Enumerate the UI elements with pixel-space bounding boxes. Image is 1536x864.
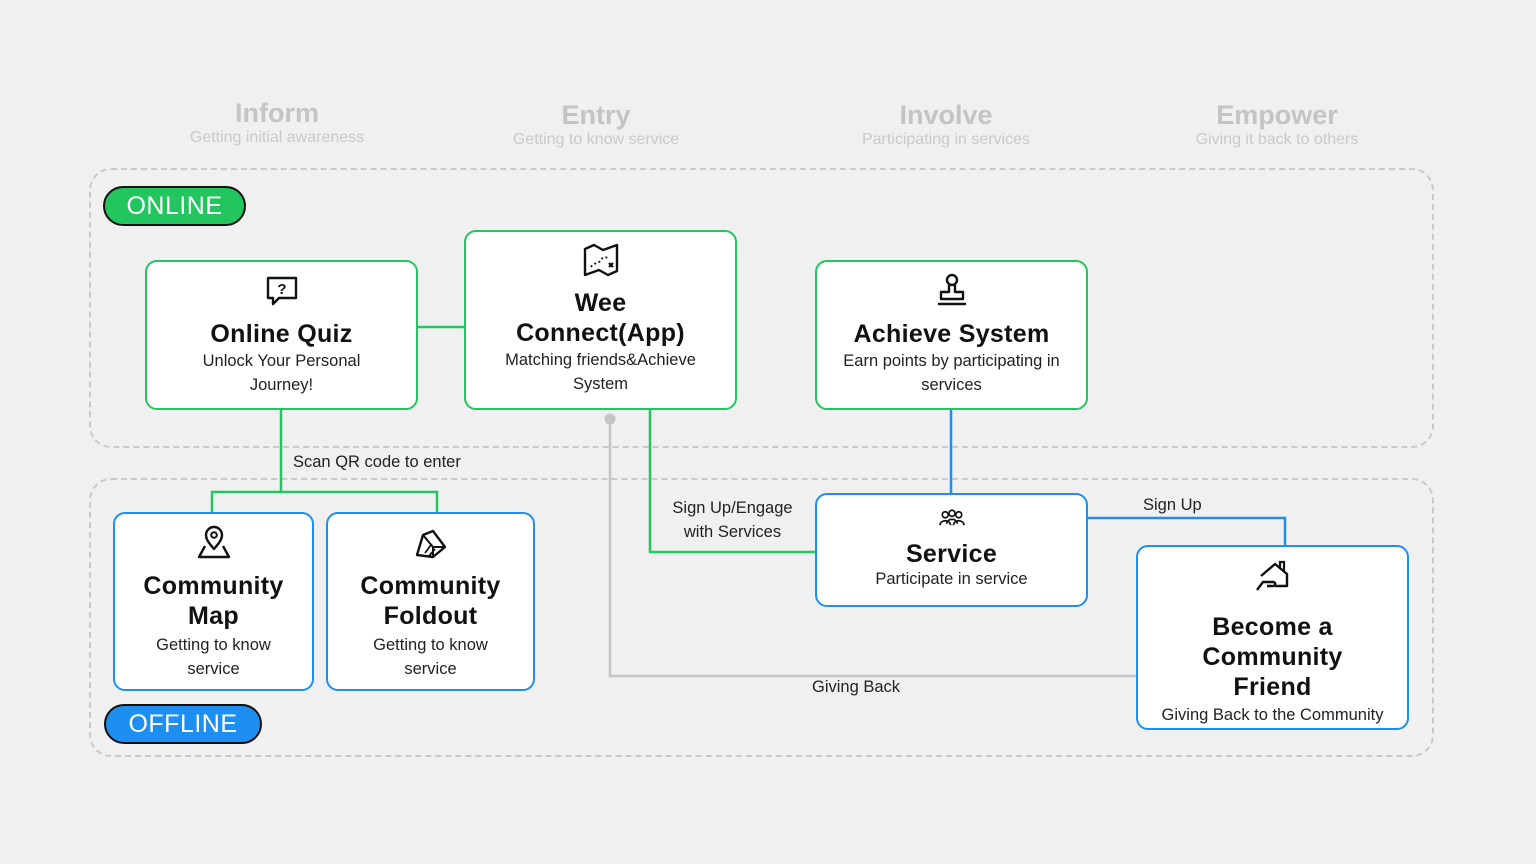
stage-empower: Empower Giving it back to others [1127,100,1427,150]
edge-label-sign-up: Sign Up [1143,496,1202,514]
node-title: Achieve System [853,320,1050,348]
node-title: Community Foldout [360,572,501,630]
treasure-map-icon [583,243,618,277]
stage-subtitle: Giving it back to others [1195,131,1359,148]
node-title: Service [905,540,998,568]
stamp-icon [937,273,966,306]
svg-text:?: ? [277,281,286,298]
edge-label-scan-qr: Scan QR code to enter [293,453,461,471]
map-pin-icon [197,525,230,559]
question-bubble-icon: ? [266,276,297,306]
people-group-icon [938,509,965,526]
stage-title: Inform [235,98,319,128]
stage-subtitle: Participating in services [861,131,1031,148]
node-subtitle: Earn points by participating in services [843,352,1060,394]
node-community-foldout[interactable]: Community Foldout Getting to know servic… [326,512,535,691]
node-subtitle: Matching friends&Achieve System [505,351,696,393]
edge-app-service [648,410,815,554]
giving-back-endpoint [604,413,616,425]
node-title: Wee Connect(App) [516,289,685,347]
node-online-quiz[interactable]: ? Online Quiz Unlock Your Personal Journ… [145,260,418,410]
stage-title: Empower [1216,100,1338,130]
stage-involve: Involve Participating in services [796,100,1096,150]
node-title: Become a Community Friend [1202,613,1343,701]
edge-giving-back [608,419,1136,678]
node-community-friend[interactable]: Become a Community Friend Giving Back to… [1136,545,1409,730]
online-zone [89,168,1434,448]
stage-inform: Inform Getting initial awareness [127,98,427,148]
node-wee-connect[interactable]: Wee Connect(App) Matching friends&Achiev… [464,230,737,410]
node-title: Online Quiz [210,320,353,348]
offline-zone [89,478,1434,757]
helping-hand-house-icon [1255,560,1288,591]
edge-label-giving-back: Giving Back [812,678,901,696]
node-community-map[interactable]: Community Map Getting to know service [113,512,314,691]
node-title: Community Map [143,572,284,630]
edge-label-sign-up-engage: Sign Up/Engage with Services [672,499,793,541]
node-achieve-system[interactable]: Achieve System Earn points by participat… [815,260,1088,410]
node-subtitle: Getting to know service [373,636,488,678]
node-service[interactable]: Service Participate in service [815,493,1088,607]
stage-subtitle: Getting initial awareness [189,129,365,146]
edge-service-friend [1088,516,1287,545]
node-subtitle: Unlock Your Personal Journey! [202,352,361,394]
offline-badge: OFFLINE [104,704,262,744]
stage-entry: Entry Getting to know service [446,100,746,150]
edge-quiz-offline [210,410,439,512]
node-subtitle: Getting to know service [156,636,271,678]
stage-title: Involve [899,100,993,130]
node-subtitle: Participate in service [875,570,1028,588]
stage-title: Entry [561,100,631,130]
stage-subtitle: Getting to know service [512,131,680,148]
online-badge: ONLINE [103,186,246,226]
foldout-icon [415,529,446,559]
node-subtitle: Giving Back to the Community [1161,706,1384,724]
